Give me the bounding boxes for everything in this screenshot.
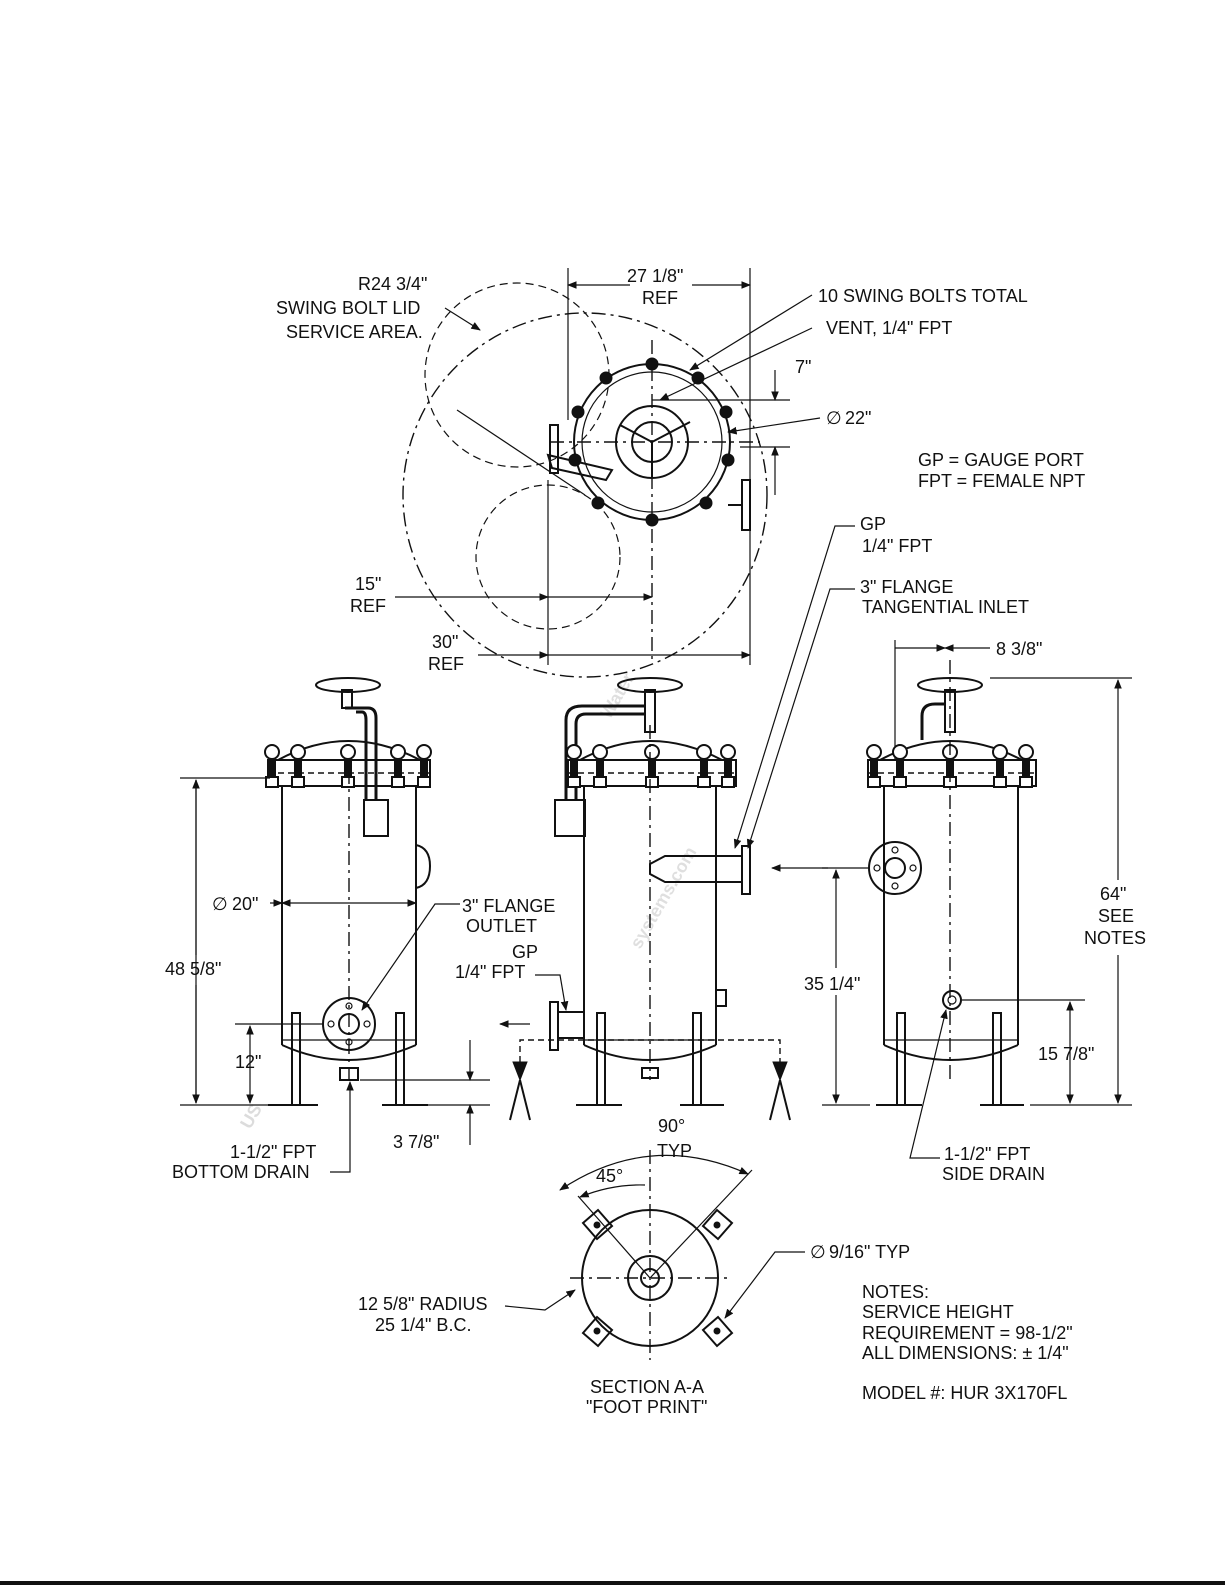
outlet-desc-label: OUTLET — [466, 916, 537, 936]
abbreviation-legend: GP = GAUGE PORT FPT = FEMALE NPT — [918, 450, 1085, 491]
left-height-dim: 48 5/8" — [165, 959, 221, 979]
inlet-height-dim: 35 1/4" — [804, 974, 860, 994]
left-gp-label: GP — [512, 942, 538, 962]
clearance-dim: 3 7/8" — [393, 1132, 439, 1152]
vent-label: VENT, 1/4" FPT — [826, 318, 952, 338]
legend-fpt: FPT = FEMALE NPT — [918, 471, 1085, 491]
diameter-22-label: ∅ 22" — [826, 408, 871, 428]
center-elevation — [499, 677, 828, 1121]
angle-90-typ: TYP — [657, 1141, 692, 1161]
dim-15: 15" — [355, 574, 381, 594]
section-title: SECTION A-A — [590, 1377, 704, 1397]
dim-15-ref: REF — [350, 596, 386, 616]
swing-bolt-lid-label: SWING BOLT LID — [276, 298, 420, 318]
dim-30-ref: REF — [428, 654, 464, 674]
gp-top-size: 1/4" FPT — [862, 536, 932, 556]
left-elevation: ∅ 20" 3" FLANGE OUTLET 48 5/8" GP 1/4" F… — [165, 677, 555, 1182]
notes-block: NOTES: SERVICE HEIGHT REQUIREMENT = 98-1… — [862, 1282, 1073, 1403]
swing-bolts-label: 10 SWING BOLTS TOTAL — [818, 286, 1028, 306]
inlet-flange-label: 3" FLANGE — [860, 577, 953, 597]
right-elevation: 64" SEE NOTES 35 1/4" 15 7/8" 1-1/2" FPT… — [804, 660, 1146, 1184]
bolt-circle-label: 25 1/4" B.C. — [375, 1315, 471, 1335]
angle-90: 90° — [658, 1116, 685, 1136]
top-diameter-dim: 22" — [845, 408, 871, 428]
side-drain-size: 1-1/2" FPT — [944, 1144, 1030, 1164]
foot-pads — [581, 1208, 734, 1348]
top-view: R24 3/4" SWING BOLT LID SERVICE AREA. 27… — [276, 266, 1028, 678]
watermark-brand-url: systems.com — [626, 843, 700, 952]
angle-45: 45° — [596, 1166, 623, 1186]
outlet-flange-label: 3" FLANGE — [462, 896, 555, 916]
total-height-see: SEE — [1098, 906, 1134, 926]
offset-dim: 7" — [795, 357, 811, 377]
inlet-desc-label: TANGENTIAL INLET — [862, 597, 1029, 617]
side-drain-desc: SIDE DRAIN — [942, 1164, 1045, 1184]
service-area-label: SERVICE AREA. — [286, 322, 423, 342]
notes-heading: NOTES: — [862, 1282, 929, 1302]
diameter-20-label: ∅ 20" — [212, 894, 258, 914]
total-height-notes: NOTES — [1084, 928, 1146, 948]
notes-line-2: REQUIREMENT = 98-1/2" — [862, 1323, 1073, 1343]
notes-line-1: SERVICE HEIGHT — [862, 1302, 1014, 1322]
inlet-callouts: GP 1/4" FPT 3" FLANGE TANGENTIAL INLET 8… — [733, 514, 1042, 849]
service-radius-label: R24 3/4" — [358, 274, 427, 294]
side-drain-height-dim: 15 7/8" — [1038, 1044, 1094, 1064]
total-height-dim: 64" — [1100, 884, 1126, 904]
outlet-height-dim: 12" — [235, 1052, 261, 1072]
left-diameter-dim: 20" — [232, 894, 258, 914]
lid-bolts-left — [264, 744, 432, 788]
notes-line-3: ALL DIMENSIONS: ± 1/4" — [862, 1343, 1069, 1363]
bottom-drain-desc: BOTTOM DRAIN — [172, 1162, 310, 1182]
section-subtitle: "FOOT PRINT" — [586, 1397, 707, 1417]
top-width-ref: REF — [642, 288, 678, 308]
hole-diameter-label: ∅ 9/16" TYP — [810, 1242, 910, 1262]
dim-30: 30" — [432, 632, 458, 652]
page-bottom-rule — [0, 1581, 1225, 1585]
svg-text:∅: ∅ — [810, 1242, 826, 1262]
svg-text:∅: ∅ — [212, 894, 228, 914]
svg-text:∅: ∅ — [826, 408, 842, 428]
left-gp-size: 1/4" FPT — [455, 962, 525, 982]
right-offset-dim: 8 3/8" — [996, 639, 1042, 659]
lid-bolts-center — [566, 744, 736, 788]
legend-gp: GP = GAUGE PORT — [918, 450, 1084, 470]
gp-top-label: GP — [860, 514, 886, 534]
model-number: MODEL #: HUR 3X170FL — [862, 1383, 1067, 1403]
hole-diameter: 9/16" TYP — [829, 1242, 910, 1262]
radius-label: 12 5/8" RADIUS — [358, 1294, 487, 1314]
bottom-drain-size: 1-1/2" FPT — [230, 1142, 316, 1162]
top-width-dim: 27 1/8" — [627, 266, 683, 286]
section-aa: 90° TYP 45° ∅ 9/16" TYP 12 5/8" RADIUS 2… — [358, 1116, 910, 1417]
